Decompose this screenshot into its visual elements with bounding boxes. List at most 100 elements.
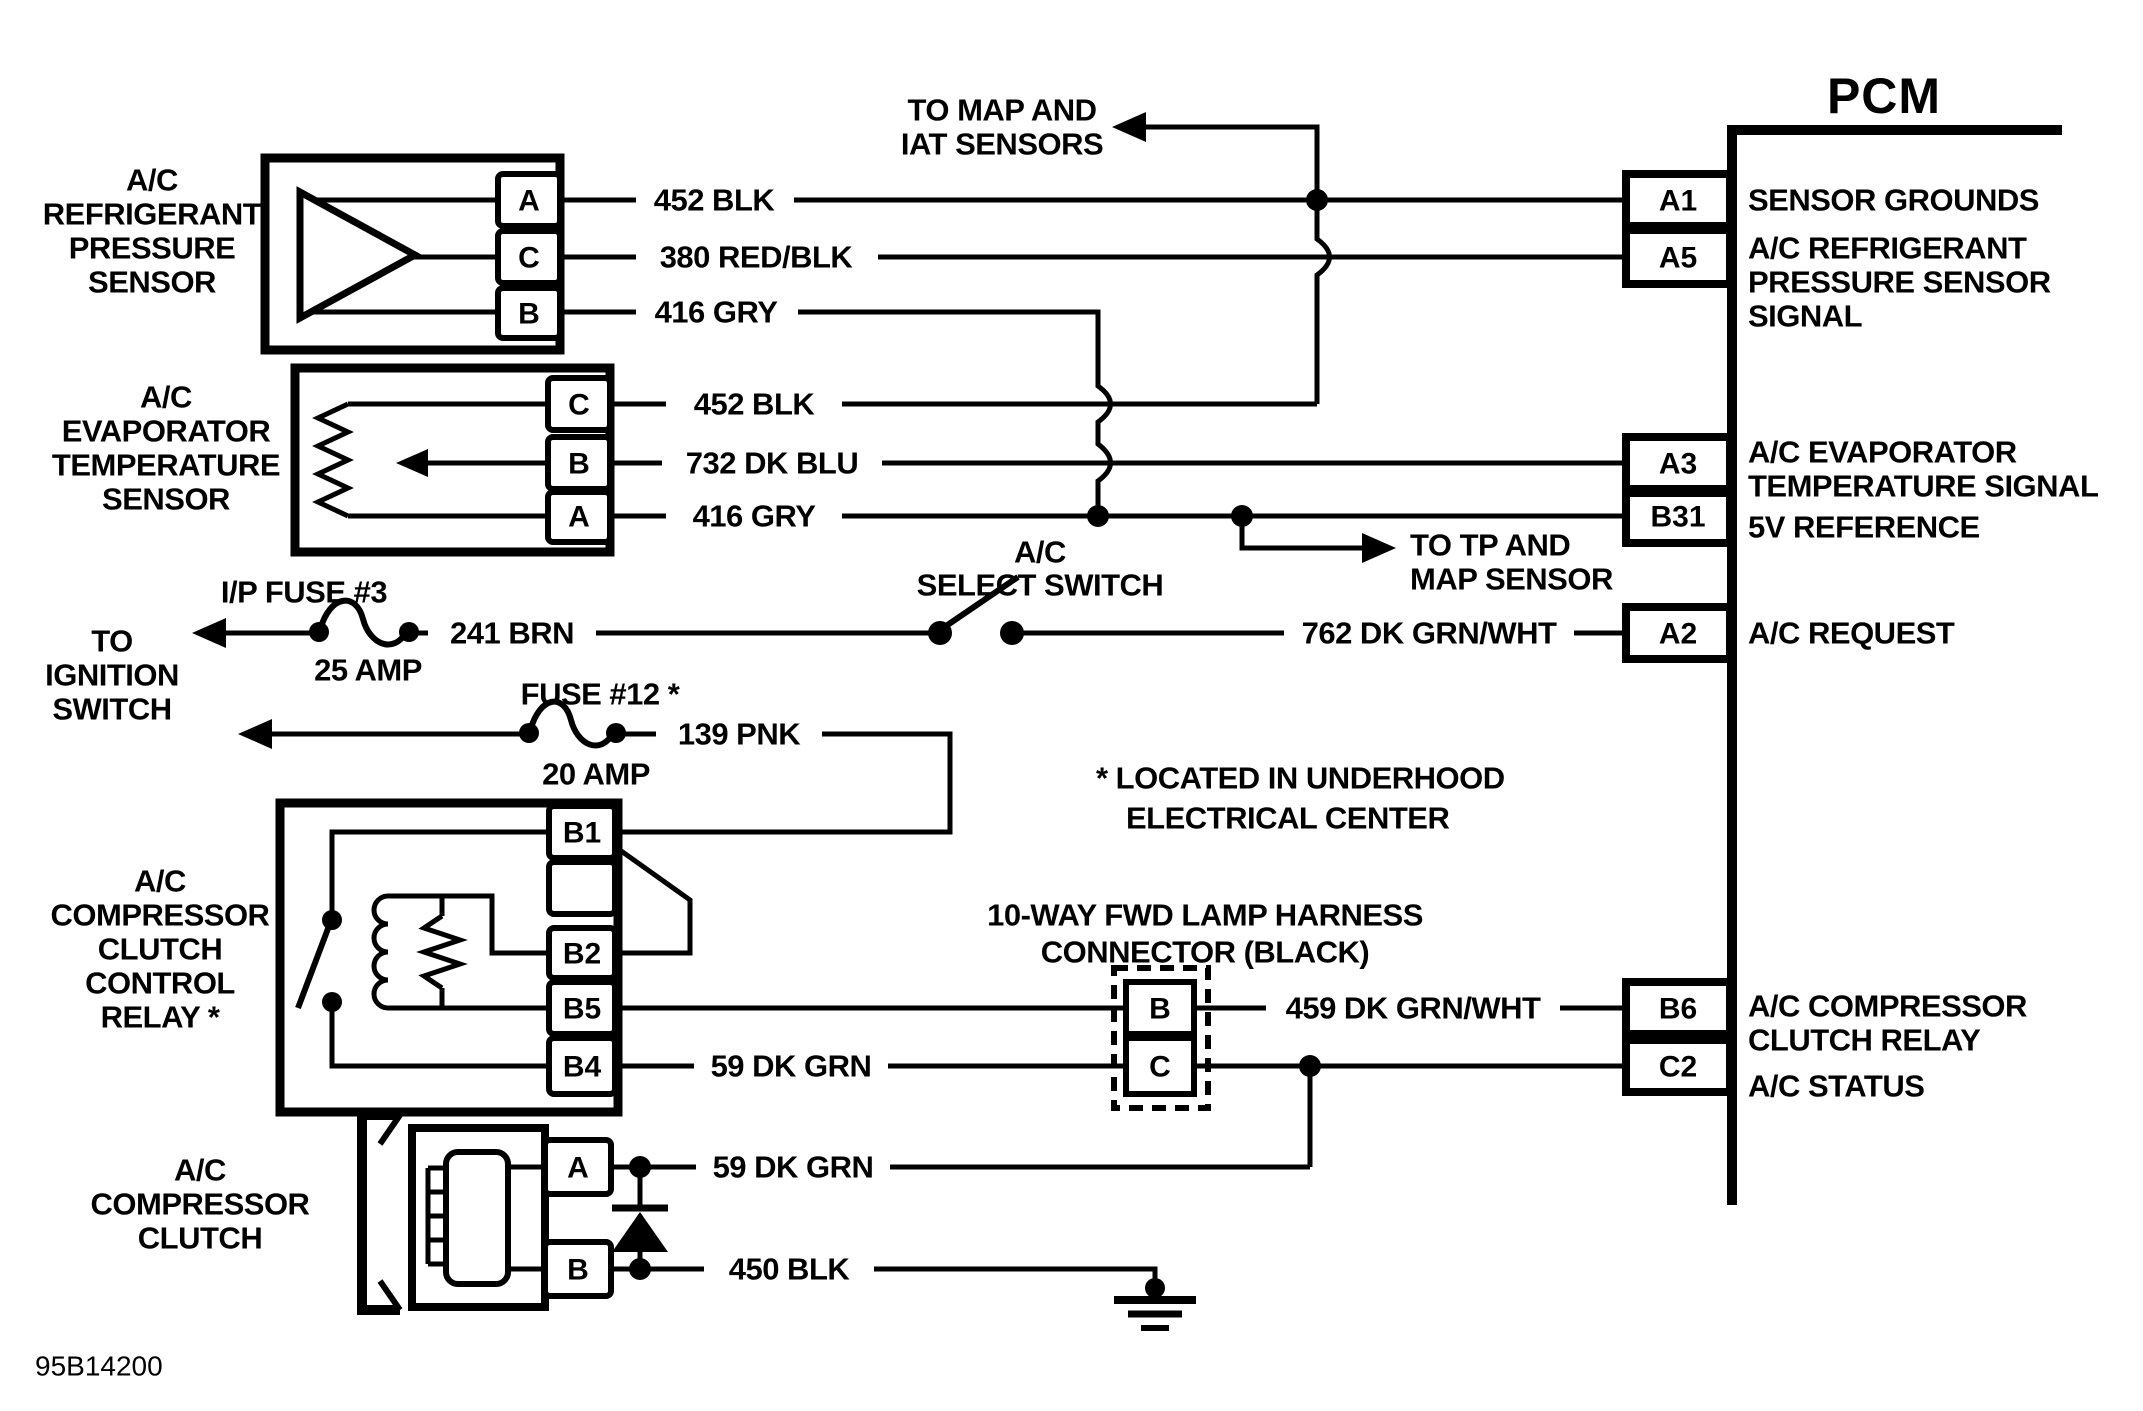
clutch-label-1: A/C (174, 1153, 226, 1188)
relay-terminal-b4 (546, 1035, 618, 1097)
relay-coil-icon (371, 893, 389, 1011)
relay-terminal-b5-label: B5 (563, 993, 601, 1026)
pcm-desc-a3-2: TEMPERATURE SIGNAL (1748, 469, 2098, 504)
ground-icon (1114, 1278, 1196, 1331)
select-switch-label-2: SELECT SWITCH (917, 568, 1164, 603)
clutch-label-3: CLUTCH (138, 1221, 262, 1256)
relay-terminal-b1 (546, 803, 618, 861)
evap-terminal-a (545, 489, 613, 545)
wire-59-dk-grn-b-label: 59 DK GRN (713, 1150, 874, 1185)
clutch-connector-body (443, 1149, 511, 1287)
compressor-clutch: A B (357, 1110, 614, 1315)
pcm-pin-b31 (1622, 489, 1734, 547)
relay-terminal-b2 (546, 925, 618, 981)
to-ignition-label-3: SWITCH (52, 692, 171, 727)
select-switch-label-1: A/C (1014, 535, 1066, 570)
harness-label-1: 10-WAY FWD LAMP HARNESS (987, 898, 1423, 933)
wire-762-dk-grn-wht-label: 762 DK GRN/WHT (1302, 616, 1557, 651)
pcm-pin-b31-label: B31 (1650, 501, 1705, 534)
clutch-comb-icon (425, 1165, 448, 1267)
pcm-desc-a5-2: PRESSURE SENSOR (1748, 265, 2051, 300)
junction-dot (1299, 1055, 1321, 1077)
pcm-pin-c2-label: C2 (1659, 1051, 1697, 1084)
wire-450-blk-label: 450 BLK (729, 1252, 851, 1287)
relay-terminal-blank (546, 859, 618, 917)
pcm-pin-a5-label: A5 (1659, 242, 1697, 275)
evap-label-1: A/C (140, 380, 192, 415)
to-tp-map-label-1: TO TP AND (1410, 528, 1570, 563)
to-ignition-label-2: IGNITION (45, 658, 179, 693)
evap-label-2: EVAPORATOR (62, 414, 271, 449)
pcm-desc-a5-3: SIGNAL (1748, 299, 1862, 334)
pcm-desc-a3-1: A/C EVAPORATOR (1748, 435, 2017, 470)
pcm-pin-a2 (1622, 603, 1734, 663)
pcm-desc-b6-2: CLUTCH RELAY (1748, 1023, 1981, 1058)
junction-dot (1087, 505, 1109, 527)
fwd-lamp-harness-connector: B C (1111, 965, 1211, 1111)
pressure-terminal-b (495, 285, 563, 341)
wire-label-backgrounds (428, 182, 1574, 1287)
fuse12-rating-label: 20 AMP (542, 757, 650, 792)
evap-terminal-c-label: C (568, 389, 590, 422)
amplifier-triangle-icon (296, 186, 423, 324)
pcm-desc-a1: SENSOR GROUNDS (1748, 183, 2039, 218)
relay-terminal-b5 (546, 979, 618, 1037)
clutch-terminal-b-label: B (567, 1254, 589, 1287)
pcm-desc-c2: A/C STATUS (1748, 1069, 1924, 1104)
arrow-to-ignition-2-icon (238, 719, 272, 749)
relay-terminal-b4-label: B4 (563, 1051, 602, 1084)
evap-terminal-a-label: A (568, 501, 590, 534)
wire-452-blk-a-label: 452 BLK (654, 183, 776, 218)
relay-terminal-b2-label: B2 (563, 938, 601, 971)
pressure-terminal-c-label: C (518, 242, 540, 275)
pcm-desc-a5-1: A/C REFRIGERANT (1748, 231, 2027, 266)
relay-resistor-icon (416, 913, 468, 991)
arrow-to-map-iat-icon (1112, 112, 1146, 142)
select-switch-icon (928, 574, 1024, 645)
pcm-pin-a1-label: A1 (1659, 185, 1697, 218)
diode-icon (612, 1167, 668, 1269)
pressure-label-4: SENSOR (88, 265, 216, 300)
arrow-to-tp-map-icon (1362, 533, 1396, 563)
wire-416-gry-a-label: 416 GRY (655, 295, 779, 330)
junction-dot (1306, 189, 1328, 211)
component-labels: A/C REFRIGERANT PRESSURE SENSOR A/C EVAP… (35, 93, 1613, 1382)
fuse3-icon (309, 597, 419, 648)
clutch-terminal-a (542, 1137, 614, 1197)
evap-terminal-c (545, 375, 613, 433)
pcm-pin-b6-label: B6 (1659, 993, 1697, 1026)
pcm-pin-c2 (1622, 1036, 1734, 1096)
resistor-zigzag-icon (312, 401, 354, 519)
pcm-module: A1 A5 A3 B31 A2 B6 C2 PCM SENSOR GROUNDS… (1622, 68, 2099, 1205)
wire-732-dk-blu-label: 732 DK BLU (686, 446, 858, 481)
evap-label-3: TEMPERATURE (52, 448, 280, 483)
fuse12-name-label: FUSE #12 * (521, 677, 681, 712)
wire-b1-b2-jumper (615, 845, 693, 956)
pcm-pin-b6 (1622, 978, 1734, 1038)
junction-dot (1231, 505, 1253, 527)
pressure-label-1: A/C (126, 163, 178, 198)
to-ignition-label-1: TO (91, 624, 133, 659)
wire-139-pnk-label: 139 PNK (678, 717, 801, 752)
pcm-title: PCM (1827, 68, 1941, 124)
wire-416-gry-a (560, 309, 1113, 516)
relay-terminal-b1-label: B1 (563, 817, 601, 850)
connector-terminal-b-label: B (1149, 993, 1171, 1026)
to-map-iat-label-2: IAT SENSORS (901, 127, 1103, 162)
relay: B1 B2 B5 B4 (275, 798, 623, 1117)
connector-terminal-b (1123, 979, 1197, 1037)
wire-450-blk (611, 1266, 1158, 1282)
fuse3-name-label: I/P FUSE #3 (221, 575, 387, 610)
clutch-label-2: COMPRESSOR (91, 1187, 310, 1222)
fuse3-rating-label: 25 AMP (314, 653, 422, 688)
evap-terminal-b-label: B (568, 448, 590, 481)
relay-label-1: A/C (134, 864, 186, 899)
clutch-terminal-a-label: A (567, 1152, 589, 1185)
to-map-iat-label-1: TO MAP AND (907, 93, 1096, 128)
wire-380-red-blk-label: 380 RED/BLK (660, 240, 854, 275)
connector-terminal-c-label: C (1149, 1051, 1171, 1084)
to-tp-map-label-2: MAP SENSOR (1410, 562, 1613, 597)
wire-59-dk-grn-a-label: 59 DK GRN (711, 1049, 872, 1084)
thermistor-arrow-icon (396, 449, 428, 477)
